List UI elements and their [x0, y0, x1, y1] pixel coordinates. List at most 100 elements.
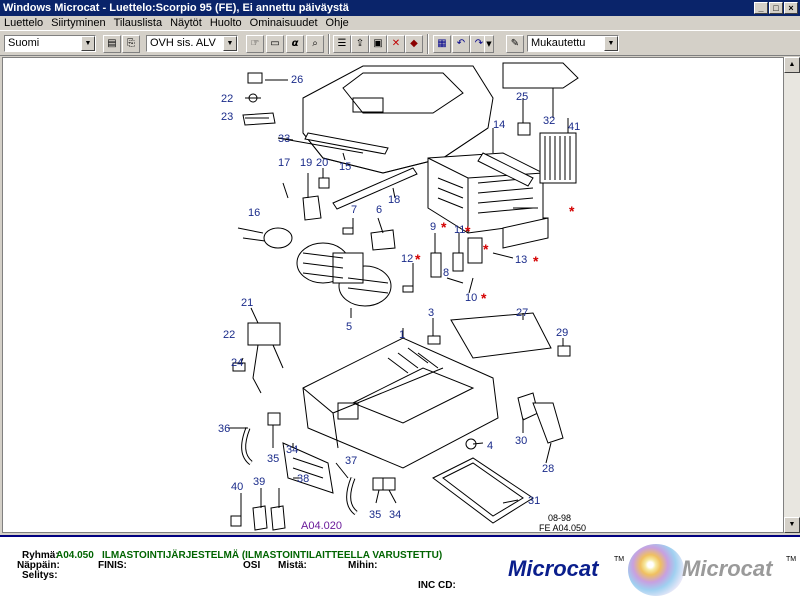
callout-15[interactable]: 15 — [339, 161, 351, 173]
callout-32[interactable]: 32 — [543, 115, 555, 127]
menu-huolto[interactable]: Huolto — [209, 17, 242, 29]
restore-button[interactable]: □ — [769, 2, 783, 14]
menu-siirtyminen[interactable]: Siirtyminen — [51, 17, 106, 29]
callout-28[interactable]: 28 — [542, 463, 554, 475]
grid-icon[interactable]: ▦ — [433, 35, 451, 53]
book-icon[interactable]: ◆ — [405, 35, 423, 53]
language-select[interactable]: Suomi▼ — [4, 35, 96, 52]
menu-tilauslista[interactable]: Tilauslista — [113, 17, 163, 29]
callout-38[interactable]: 38 — [297, 473, 309, 485]
screw-part[interactable] — [232, 362, 246, 372]
callout-13[interactable]: 13 — [515, 254, 527, 266]
pollen-filter-part[interactable] — [539, 132, 577, 184]
view-mode-select[interactable]: Mukautettu▼ — [527, 35, 619, 52]
bracket-part[interactable] — [370, 229, 396, 251]
clip-part[interactable] — [247, 72, 263, 84]
callout-35b[interactable]: 35 — [369, 509, 381, 521]
chevron-down-icon[interactable]: ▼ — [223, 36, 237, 51]
scroll-down-icon[interactable]: ▼ — [784, 517, 800, 533]
callout-30[interactable]: 30 — [515, 435, 527, 447]
menu-ohje[interactable]: Ohje — [325, 17, 349, 29]
screw-part[interactable] — [402, 285, 414, 293]
callout-17[interactable]: 17 — [278, 157, 290, 169]
callout-35[interactable]: 35 — [267, 453, 279, 465]
seal-part[interactable] — [452, 252, 464, 272]
alpha-search-icon[interactable]: α — [286, 35, 304, 53]
callout-36[interactable]: 36 — [218, 423, 230, 435]
chevron-down-icon[interactable]: ▼ — [81, 36, 95, 51]
callout-3[interactable]: 3 — [428, 307, 434, 319]
vertical-scrollbar[interactable]: ▲ ▼ — [784, 57, 800, 533]
grommet-part[interactable] — [267, 412, 281, 426]
print-icon[interactable]: ▤ — [103, 35, 121, 53]
callout-37[interactable]: 37 — [345, 455, 357, 467]
clip-part[interactable] — [270, 505, 286, 531]
callout-26[interactable]: 26 — [291, 74, 303, 86]
menu-naytot[interactable]: Näytöt — [170, 17, 202, 29]
menu-luettelo[interactable]: Luettelo — [4, 17, 44, 29]
clip-part[interactable] — [252, 505, 268, 531]
callout-22b[interactable]: 22 — [223, 329, 235, 341]
callout-5[interactable]: 5 — [346, 321, 352, 333]
rod-part[interactable] — [332, 167, 418, 210]
callout-40[interactable]: 40 — [231, 481, 243, 493]
document-up-icon[interactable]: ⇪ — [351, 35, 369, 53]
lower-housing-part[interactable] — [302, 337, 499, 469]
monitor-icon[interactable]: ▣ — [369, 35, 387, 53]
callout-34b[interactable]: 34 — [389, 509, 401, 521]
menu-ominaisuudet[interactable]: Ominaisuudet — [249, 17, 318, 29]
callout-33[interactable]: 33 — [278, 133, 290, 145]
close-button[interactable]: × — [784, 2, 798, 14]
minimize-button[interactable]: _ — [754, 2, 768, 14]
redo-dropdown-icon[interactable]: ▼ — [484, 35, 494, 53]
bracket-part[interactable] — [242, 112, 276, 126]
bracket-part[interactable] — [277, 137, 364, 154]
nut-part[interactable] — [230, 515, 242, 527]
cover-part[interactable] — [502, 62, 579, 89]
callout-18[interactable]: 18 — [388, 194, 400, 206]
chevron-down-icon[interactable]: ▼ — [604, 36, 618, 51]
comment-icon[interactable]: ✎ — [506, 35, 524, 53]
hand-pointer-icon[interactable]: ☞ — [246, 35, 264, 53]
seal-strip-part[interactable] — [304, 132, 389, 155]
callout-8[interactable]: 8 — [443, 267, 449, 279]
valve-part[interactable] — [430, 252, 442, 278]
control-module-part[interactable] — [247, 322, 284, 394]
clip-part[interactable] — [557, 345, 571, 357]
filter-frame-part[interactable] — [432, 457, 534, 524]
callout-41[interactable]: 41 — [568, 121, 580, 133]
callout-9[interactable]: 9 — [430, 221, 436, 233]
group-link[interactable]: A04.020 — [301, 520, 342, 532]
delete-icon[interactable]: ✕ — [387, 35, 405, 53]
clip-part[interactable] — [318, 177, 330, 189]
callout-27[interactable]: 27 — [516, 307, 528, 319]
parts-diagram[interactable]: 26 22 23 33 15 17 19 20 16 18 7 6 9 11 1… — [2, 57, 784, 533]
callout-21[interactable]: 21 — [241, 297, 253, 309]
document-icon[interactable]: ▭ — [266, 35, 284, 53]
bracket-part[interactable] — [282, 442, 334, 494]
resistor-part[interactable] — [237, 227, 293, 249]
price-mode-select[interactable]: OVH sis. ALV▼ — [146, 35, 238, 52]
list-icon[interactable]: ☰ — [333, 35, 351, 53]
callout-6[interactable]: 6 — [376, 204, 382, 216]
callout-4[interactable]: 4 — [487, 440, 493, 452]
duct-part[interactable] — [517, 392, 564, 444]
callout-20[interactable]: 20 — [316, 157, 328, 169]
filter-part[interactable] — [450, 312, 552, 359]
callout-14[interactable]: 14 — [493, 119, 505, 131]
callout-34[interactable]: 34 — [286, 444, 298, 456]
callout-11[interactable]: 11 — [454, 224, 465, 236]
callout-24[interactable]: 24 — [231, 357, 243, 369]
clip-part[interactable] — [517, 122, 531, 136]
callout-16[interactable]: 16 — [248, 207, 260, 219]
callout-19[interactable]: 19 — [300, 157, 312, 169]
bracket-part[interactable] — [302, 195, 322, 221]
callout-7[interactable]: 7 — [351, 204, 357, 216]
callout-12[interactable]: 12 — [401, 253, 413, 265]
seal-strip-part[interactable] — [477, 152, 534, 187]
callout-22[interactable]: 22 — [221, 93, 233, 105]
undo-icon[interactable]: ↶ — [452, 35, 470, 53]
callout-29[interactable]: 29 — [556, 327, 568, 339]
callout-10[interactable]: 10 — [465, 292, 477, 304]
grommet-part[interactable] — [382, 477, 396, 491]
